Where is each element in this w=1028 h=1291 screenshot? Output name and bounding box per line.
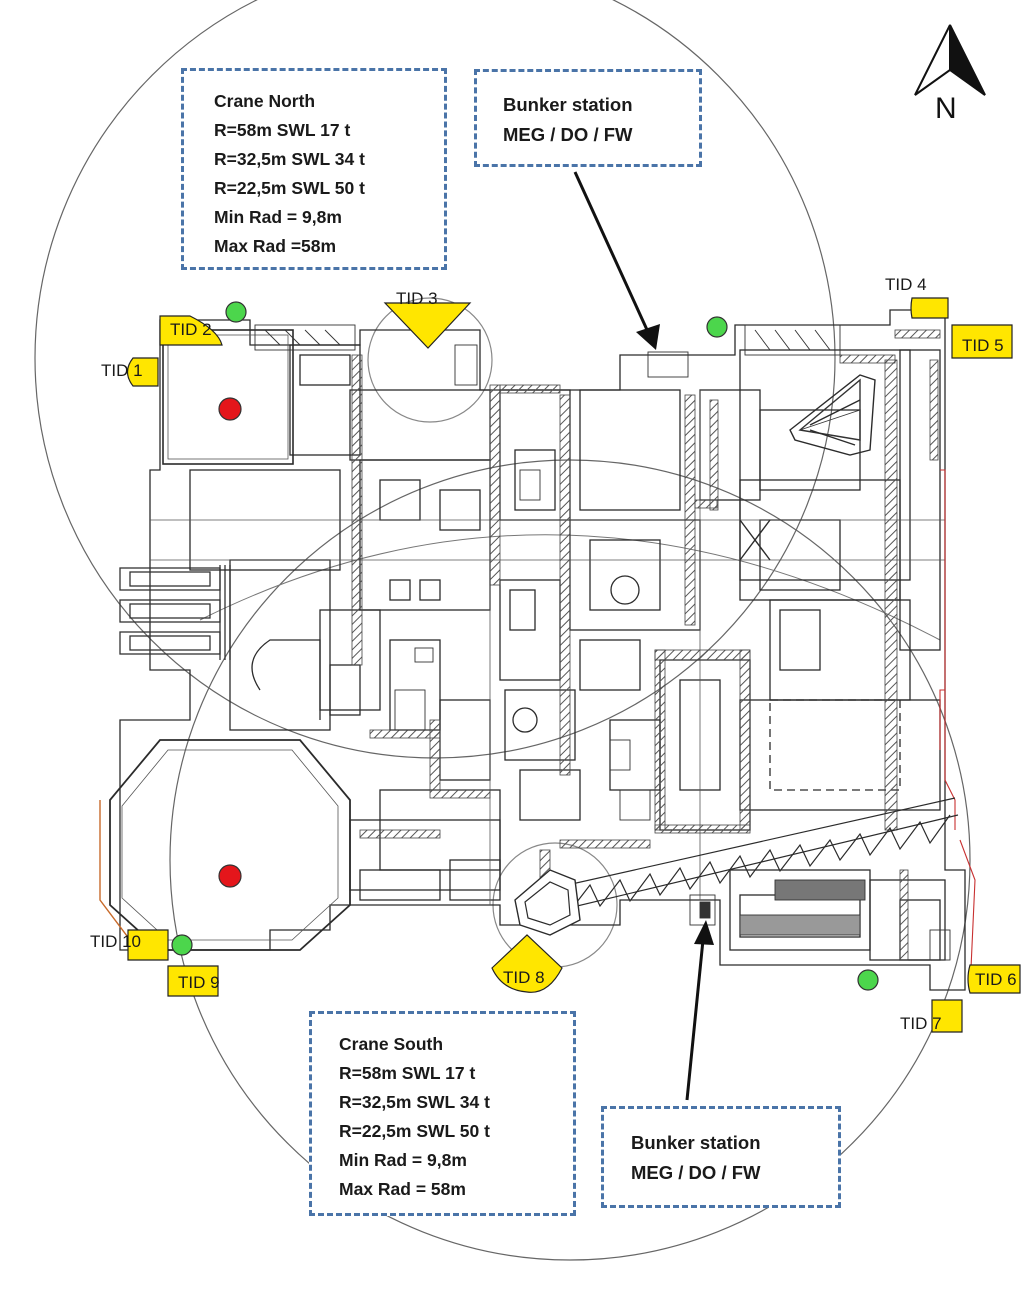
green-lift-point-sw [171, 934, 193, 956]
tid2-marker [159, 315, 223, 346]
crane-north-line: R=58m SWL 17 t [214, 120, 351, 140]
bunker-north-title: Bunker station [503, 94, 633, 115]
crane-south-line: Min Rad = 9,8m [339, 1150, 467, 1170]
crane-north-line: Max Rad =58m [214, 236, 337, 256]
crane-north-title: Crane North [214, 91, 316, 111]
tid-6-label: TID 6 [975, 970, 1017, 989]
tid9-marker [167, 965, 219, 997]
tid-5-label: TID 5 [962, 336, 1004, 355]
tid-markers [126, 297, 1021, 1033]
tid-4-label: TID 4 [885, 275, 927, 294]
deck-structure [99, 309, 966, 991]
crane-south-title: Crane South [339, 1034, 444, 1054]
red-lift-point-north [218, 397, 242, 421]
lifeboats-west [119, 565, 231, 660]
helideck-north [162, 329, 294, 465]
crane-south-line: R=22,5m SWL 50 t [339, 1121, 490, 1141]
crane-north-inner-radius-circle [367, 297, 493, 423]
north-arrow-icon [914, 24, 986, 96]
crane-south-boom [514, 797, 959, 936]
bunker-north-fluids: MEG / DO / FW [503, 124, 633, 145]
east-fence-lines [939, 469, 976, 991]
crane-south-info-box: Crane South R=58m SWL 17 t R=32,5m SWL 3… [309, 1011, 576, 1216]
crane-south-line: Max Rad = 58m [339, 1179, 466, 1199]
crane-north-line: R=22,5m SWL 50 t [214, 178, 365, 198]
green-lift-point-ne [706, 316, 728, 338]
tid7-marker [931, 999, 963, 1033]
green-lift-point-nw [225, 301, 247, 323]
tid-2-label: TID 2 [170, 320, 212, 339]
crane-north-line: R=32,5m SWL 34 t [214, 149, 365, 169]
tid-7-label: TID 7 [900, 1014, 942, 1033]
bunker-south-arrow [685, 939, 705, 1101]
tid-9-label: TID 9 [178, 973, 220, 992]
lift-points [171, 301, 879, 991]
green-lift-point-se [857, 969, 879, 991]
bunker-station-north-box: Bunker station MEG / DO / FW [474, 69, 702, 167]
tid4-marker [910, 297, 949, 319]
tid8-marker [491, 934, 563, 993]
bunker-arrows [573, 171, 714, 1101]
tid10-marker [127, 929, 169, 961]
tid-1-label: TID 1 [101, 361, 143, 380]
tid6-marker [967, 964, 1021, 994]
crane-north-pedestal [739, 374, 876, 561]
tid-8-label: TID 8 [503, 968, 545, 987]
bunker-station-south-box: Bunker station MEG / DO / FW [601, 1106, 841, 1208]
red-lift-point-south [218, 864, 242, 888]
tid-3-label: TID 3 [396, 289, 438, 308]
crane-north-info-box: Crane North R=58m SWL 17 t R=32,5m SWL 3… [181, 68, 447, 270]
crane-north-line: Min Rad = 9,8m [214, 207, 342, 227]
tid-10-label: TID 10 [90, 932, 142, 951]
equipment-details [254, 324, 951, 961]
tid3-marker [383, 302, 472, 349]
tid1-marker [126, 357, 159, 387]
crane-south-line: R=58m SWL 17 t [339, 1063, 476, 1083]
tid5-marker [951, 324, 1013, 359]
bunker-south-title: Bunker station [631, 1132, 761, 1153]
bunker-north-arrow [573, 171, 650, 333]
helideck-south [109, 739, 351, 951]
bunker-south-fluids: MEG / DO / FW [631, 1162, 761, 1183]
compass-north-label: N [935, 92, 957, 125]
crane-south-line: R=32,5m SWL 34 t [339, 1092, 490, 1112]
